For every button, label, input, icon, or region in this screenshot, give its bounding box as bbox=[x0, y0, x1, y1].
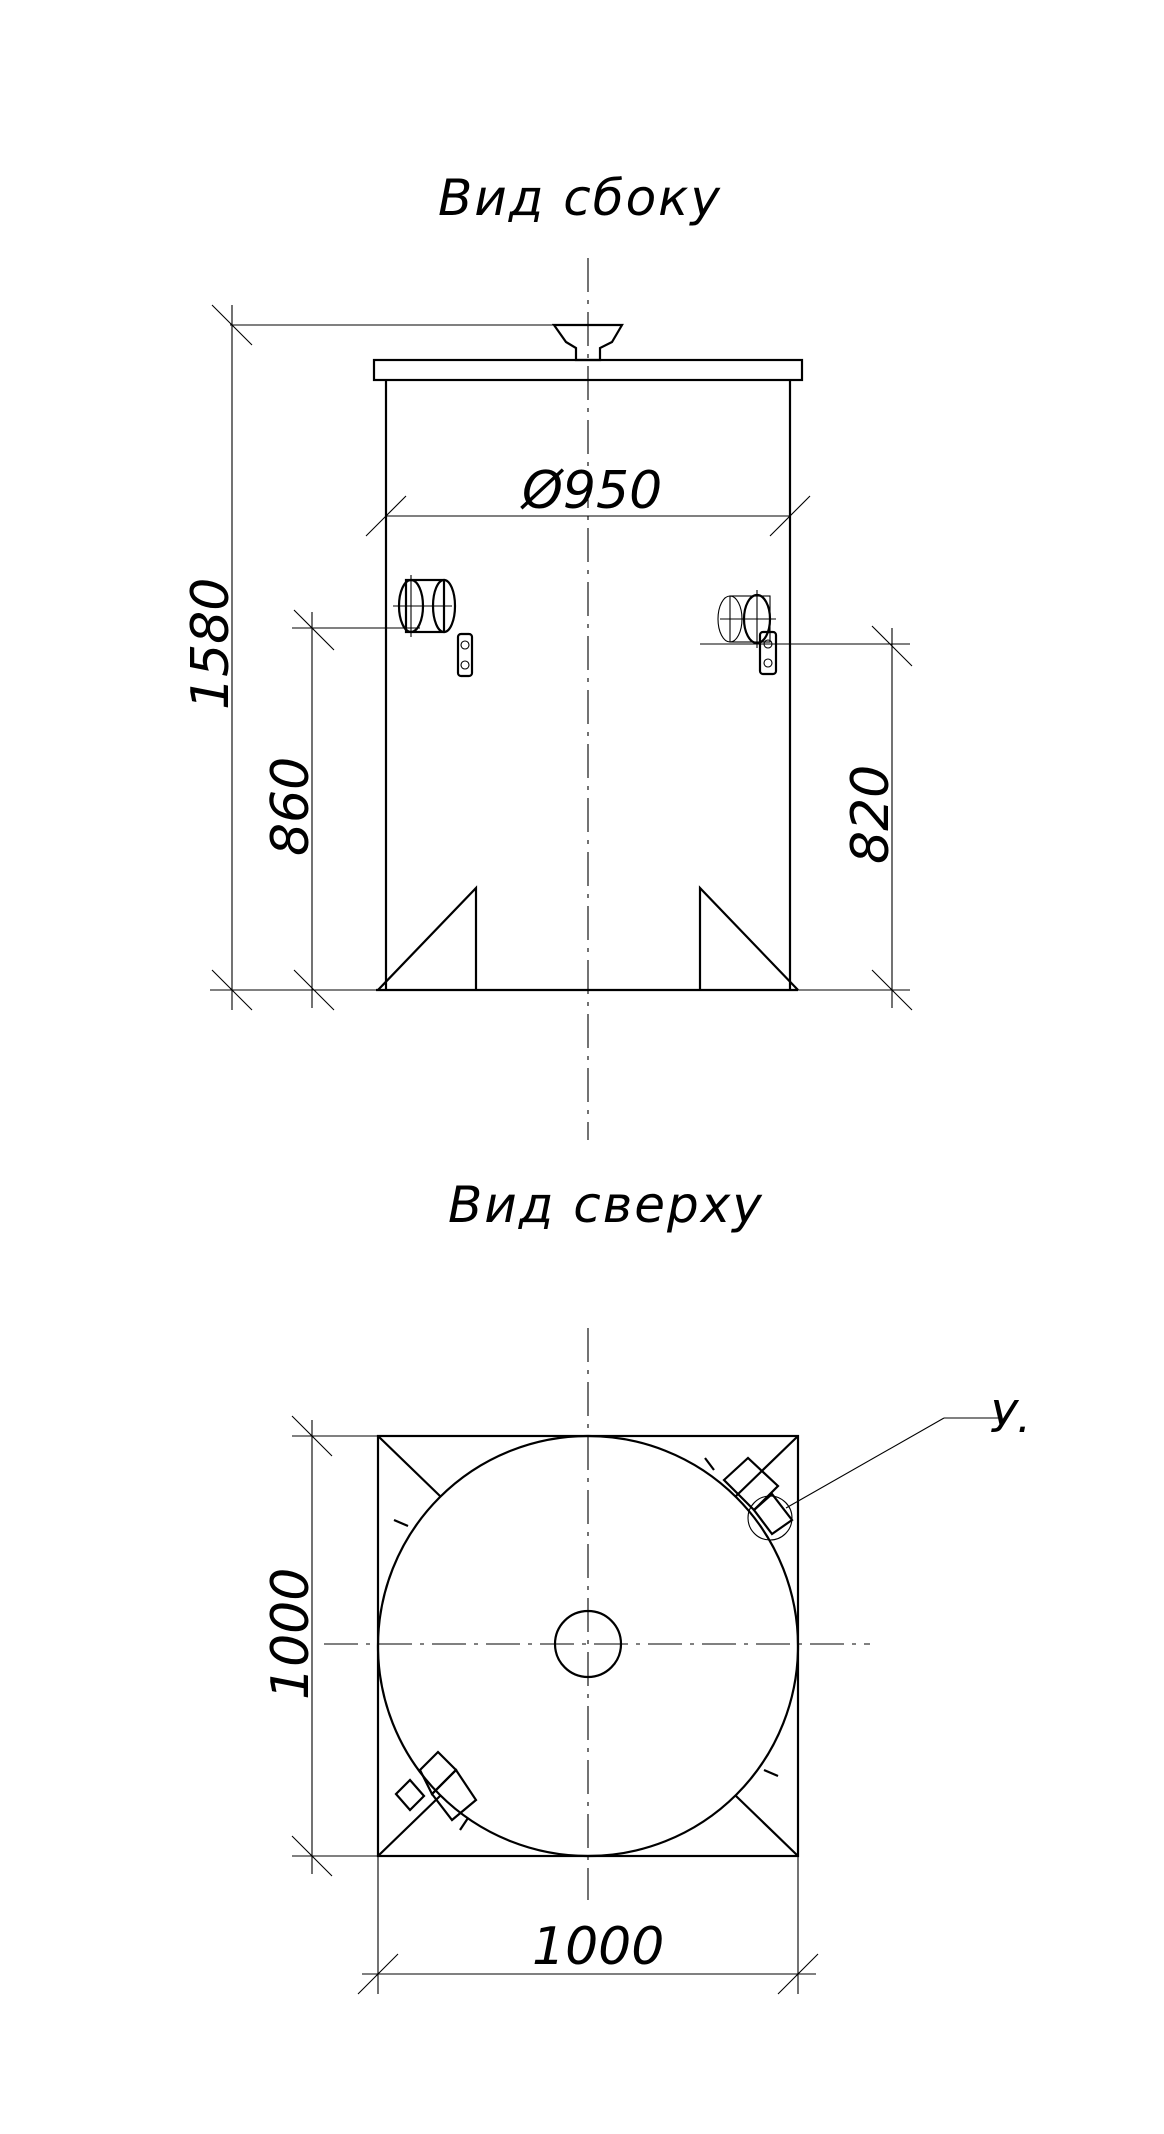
rib-bottom-right bbox=[735, 1795, 799, 1857]
rib-bottom-left bbox=[377, 1795, 441, 1857]
top-view-title: Вид сверху bbox=[448, 1176, 764, 1234]
dim-top-width-label: 1000 bbox=[532, 1917, 664, 1977]
callout-label: У. bbox=[990, 1392, 1031, 1443]
lug-mark-3 bbox=[763, 1768, 779, 1778]
detail-circle-u bbox=[747, 1495, 793, 1541]
dim-left-height: 860 bbox=[261, 609, 420, 1011]
dim-top-height-label: 1000 bbox=[261, 1568, 321, 1700]
dim-diameter: Ø950 bbox=[365, 461, 811, 537]
top-right-pipe: У. bbox=[722, 1392, 1031, 1541]
dim-diameter-label: Ø950 bbox=[520, 461, 662, 521]
tank-outline bbox=[376, 1434, 800, 1858]
lid bbox=[372, 358, 804, 382]
bottom-left-pipe bbox=[394, 1750, 478, 1822]
rib-top-right bbox=[735, 1435, 799, 1497]
dim-height-total-label: 1580 bbox=[181, 578, 241, 710]
lug-mark-1 bbox=[393, 1518, 409, 1528]
lug-mark-2 bbox=[704, 1457, 715, 1471]
support-leg-right bbox=[698, 885, 799, 991]
top-view: Вид сверху У. bbox=[261, 1176, 1031, 1995]
lug-mark-4 bbox=[459, 1817, 469, 1831]
left-branch-pipe bbox=[393, 575, 457, 637]
dim-height-total: 1580 bbox=[181, 304, 576, 1011]
side-view-title: Вид сбоку bbox=[438, 169, 722, 227]
right-lifting-lug bbox=[758, 630, 778, 676]
center-nozzle bbox=[553, 1609, 623, 1679]
rib-top-left bbox=[377, 1435, 441, 1497]
dim-right-height-label: 820 bbox=[841, 765, 901, 864]
side-view: Вид сбоку bbox=[181, 169, 913, 1140]
dim-right-height: 820 bbox=[700, 625, 913, 1011]
right-branch-pipe bbox=[717, 590, 776, 648]
left-lifting-lug bbox=[456, 632, 474, 678]
dim-top-width: 1000 bbox=[357, 1856, 819, 1995]
support-leg-left bbox=[377, 885, 478, 991]
dim-top-height: 1000 bbox=[261, 1415, 378, 1877]
dim-left-height-label: 860 bbox=[261, 757, 321, 856]
